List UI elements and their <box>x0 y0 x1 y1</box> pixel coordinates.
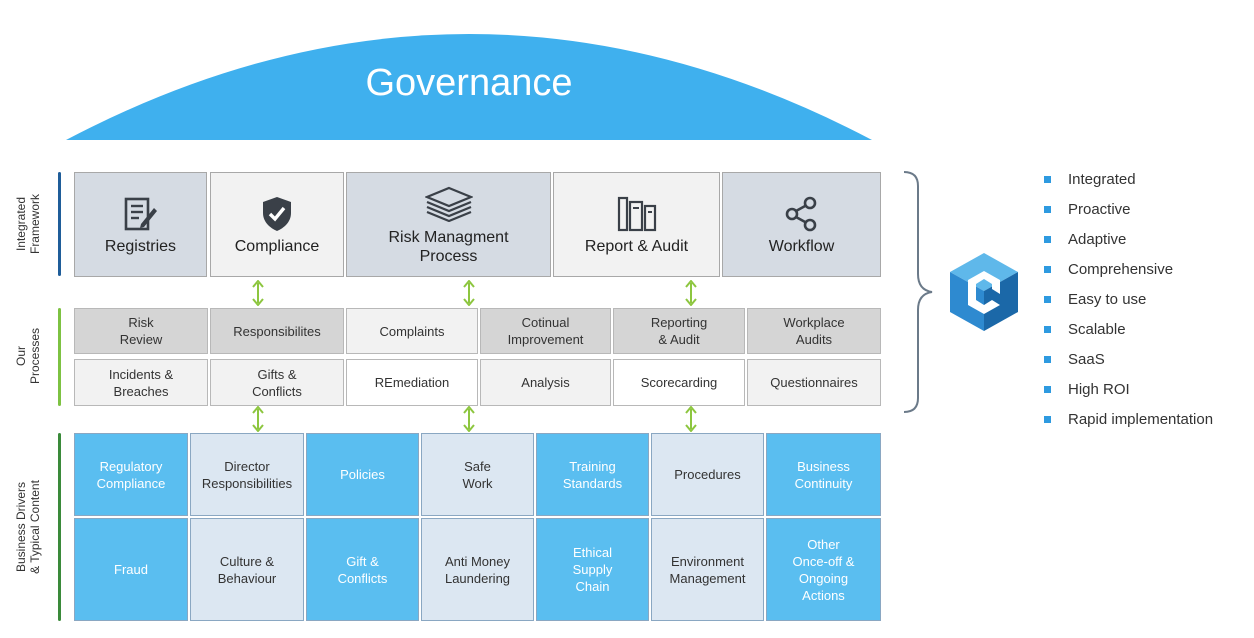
double-arrow-icon <box>252 406 264 432</box>
double-arrow-icon <box>685 406 697 432</box>
driver-cell: Business Continuity <box>766 433 881 516</box>
double-arrow-icon <box>252 280 264 306</box>
framework-label: Risk Managment Process <box>388 228 509 265</box>
process-cell: Incidents & Breaches <box>74 359 208 406</box>
process-cell: REmediation <box>346 359 478 406</box>
driver-cell: Gift & Conflicts <box>306 518 419 621</box>
benefit-label: Integrated <box>1068 170 1136 188</box>
process-cell: Complaints <box>346 308 478 354</box>
processes-bar <box>58 308 61 406</box>
double-arrow-icon <box>685 280 697 306</box>
governance-dome <box>66 34 872 140</box>
bullet-square-icon <box>1044 265 1051 273</box>
section-label-framework: Integrated Framework <box>14 194 42 255</box>
bullet-square-icon <box>1044 355 1051 363</box>
process-cell: Reporting & Audit <box>613 308 745 354</box>
process-cell: Analysis <box>480 359 611 406</box>
benefit-item: Scalable <box>1044 314 1213 344</box>
driver-cell: Policies <box>306 433 419 516</box>
right-brace <box>903 171 933 413</box>
bullet-square-icon <box>1044 415 1051 423</box>
process-cell: Gifts & Conflicts <box>210 359 344 406</box>
benefit-label: Scalable <box>1068 320 1126 338</box>
benefit-item: SaaS <box>1044 344 1213 374</box>
framework-report-audit: Report & Audit <box>553 172 720 277</box>
process-cell: Cotinual Improvement <box>480 308 611 354</box>
framework-compliance: Compliance <box>210 172 344 277</box>
framework-workflow: Workflow <box>722 172 881 277</box>
benefit-item: Comprehensive <box>1044 254 1213 284</box>
framework-label: Report & Audit <box>584 237 689 255</box>
process-cell: Risk Review <box>74 308 208 354</box>
driver-cell: Fraud <box>74 518 188 621</box>
process-cell: Workplace Audits <box>747 308 881 354</box>
process-cell: Responsibilites <box>210 308 344 354</box>
benefit-item: High ROI <box>1044 374 1213 404</box>
logo-cube-icon <box>950 253 1018 331</box>
driver-cell: Procedures <box>651 433 764 516</box>
driver-cell: Culture & Behaviour <box>190 518 304 621</box>
framework-risk-management: Risk Managment Process <box>346 172 551 277</box>
benefit-label: Easy to use <box>1068 290 1147 308</box>
bullet-square-icon <box>1044 295 1051 303</box>
benefit-label: Adaptive <box>1068 230 1127 248</box>
benefit-label: High ROI <box>1068 380 1130 398</box>
benefit-item: Proactive <box>1044 194 1213 224</box>
process-cell: Questionnaires <box>747 359 881 406</box>
driver-cell: Training Standards <box>536 433 649 516</box>
framework-bar <box>58 172 61 276</box>
double-arrow-icon <box>463 280 475 306</box>
bullet-square-icon <box>1044 385 1051 393</box>
framework-registries: Registries <box>74 172 207 277</box>
layers-icon <box>424 184 473 224</box>
driver-cell: Director Responsibilities <box>190 433 304 516</box>
registry-icon <box>123 194 159 234</box>
benefits-list: Integrated Proactive Adaptive Comprehens… <box>1044 164 1213 434</box>
benefit-label: Comprehensive <box>1068 260 1174 278</box>
bullet-square-icon <box>1044 205 1051 213</box>
driver-cell: Other Once-off & Ongoing Actions <box>766 518 881 621</box>
process-cell: Scorecarding <box>613 359 745 406</box>
benefit-label: SaaS <box>1068 350 1105 368</box>
benefit-label: Proactive <box>1068 200 1131 218</box>
section-label-processes: Our Processes <box>14 327 42 385</box>
driver-cell: Safe Work <box>421 433 534 516</box>
benefit-item: Easy to use <box>1044 284 1213 314</box>
framework-label: Workflow <box>768 237 835 255</box>
benefit-item: Integrated <box>1044 164 1213 194</box>
share-icon <box>784 194 820 234</box>
driver-cell: Environment Management <box>651 518 764 621</box>
drivers-bar <box>58 433 61 621</box>
driver-cell: Ethical Supply Chain <box>536 518 649 621</box>
benefit-label: Rapid implementation <box>1068 410 1214 428</box>
benefit-item: Adaptive <box>1044 224 1213 254</box>
framework-label: Compliance <box>234 237 320 255</box>
bullet-square-icon <box>1044 175 1051 183</box>
double-arrow-icon <box>463 406 475 432</box>
section-label-drivers: Business Drivers & Typical Content <box>14 480 42 574</box>
binders-icon <box>617 194 657 234</box>
bullet-square-icon <box>1044 325 1051 333</box>
framework-label: Registries <box>104 237 177 255</box>
benefit-item: Rapid implementation <box>1044 404 1213 434</box>
bullet-square-icon <box>1044 235 1051 243</box>
shield-check-icon <box>261 194 293 234</box>
driver-cell: Anti Money Laundering <box>421 518 534 621</box>
governance-title: Governance <box>365 62 573 104</box>
driver-cell: Regulatory Compliance <box>74 433 188 516</box>
